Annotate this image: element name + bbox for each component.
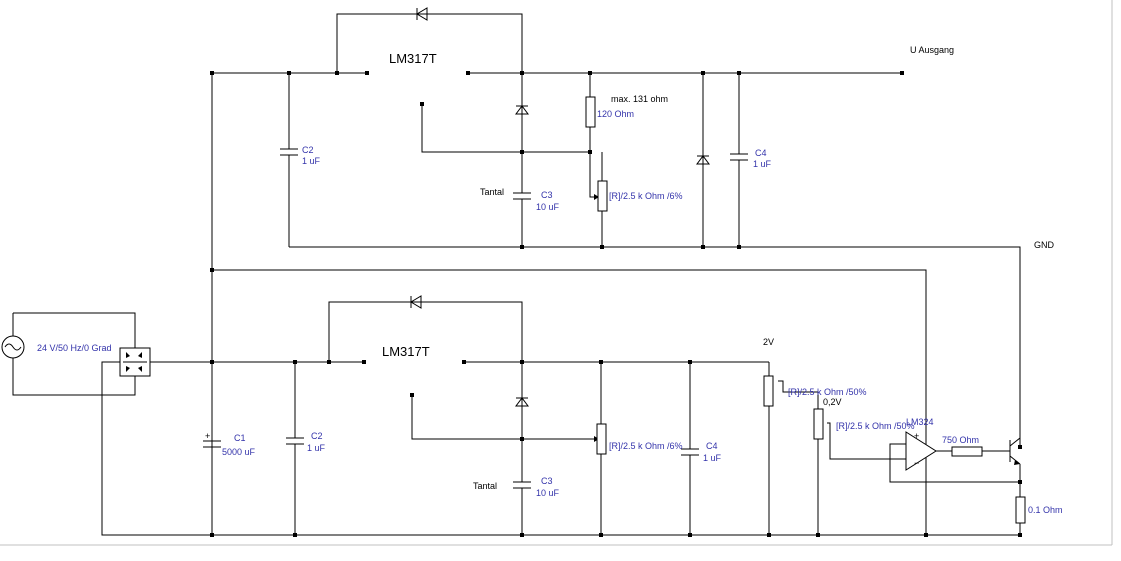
lower-c3-name: C3: [541, 476, 553, 486]
lower-adjust-wire: [411, 395, 597, 440]
upper-r120-value: 120 Ohm: [597, 109, 634, 119]
lower-pot3-resistor: [813, 408, 824, 440]
lower-bypass-wire: [328, 301, 523, 362]
upper-pot-resistor: [597, 180, 608, 212]
sine-wave-icon: [4, 343, 22, 351]
transistor-icon: [1009, 437, 1021, 465]
r01-resistor: [1015, 496, 1026, 524]
upper-adjust-wire: [421, 104, 590, 153]
r01-value: 0.1 Ohm: [1028, 505, 1063, 515]
svg-text:−: −: [914, 458, 919, 468]
lower-ground-wire: [101, 361, 1020, 536]
pot3-wiper-wire: [827, 422, 906, 460]
pot2-wiper-wire: [778, 380, 819, 409]
lower-c4-name: C4: [706, 441, 718, 451]
upper-output-label: U Ausgang: [910, 45, 954, 55]
r750-value: 750 Ohm: [942, 435, 979, 445]
upper-junction-dots: [210, 71, 904, 249]
upper-r120-resistor: [585, 96, 596, 128]
opamp-icon: [905, 431, 937, 471]
upper-pot-value: [R]/2.5 k Ohm /6%: [609, 191, 683, 201]
opamp-name: LM324: [906, 417, 934, 427]
r750-resistor: [951, 446, 983, 457]
upper-c2-value: 1 uF: [302, 156, 321, 166]
lower-pot-resistor: [596, 423, 607, 455]
upper-c4-value: 1 uF: [753, 159, 772, 169]
lower-pot2-value: [R]/2.5 k Ohm /50%: [788, 387, 867, 397]
upper-c2-capacitor: [280, 148, 298, 156]
lower-c1-value: 5000 uF: [222, 447, 256, 457]
lower-c2-name: C2: [311, 431, 323, 441]
upper-bypass-wire: [336, 13, 523, 73]
lower-pot-value: [R]/2.5 k Ohm /6%: [609, 441, 683, 451]
v2-label: 2V: [763, 337, 774, 347]
upper-regulator: LM317T U Ausgang GND max. 131 ohm C2 1 u…: [210, 7, 1055, 535]
upper-ground-wire: [289, 246, 1021, 445]
lower-c2-value: 1 uF: [307, 443, 326, 453]
opamp-feedback-wire: [889, 443, 1020, 483]
upper-c4-capacitor: [730, 153, 748, 161]
lower-c4-capacitor: [681, 448, 699, 456]
lower-pot2-resistor: [763, 375, 774, 407]
upper-max-note: max. 131 ohm: [611, 94, 668, 104]
lower-bypass-diode: [410, 295, 422, 309]
upper-protection-diode: [515, 105, 529, 115]
lower-pot3-value: [R]/2.5 k Ohm /50%: [836, 421, 915, 431]
svg-text:+: +: [914, 431, 919, 441]
upper-output-diode: [696, 155, 710, 165]
svg-text:+: +: [205, 431, 210, 441]
lower-ic-label: LM317T: [382, 344, 430, 359]
upper-c3-capacitor: [513, 192, 531, 200]
source-loop-wire: [12, 312, 136, 396]
lower-c1-name: C1: [234, 433, 246, 443]
lower-tantal-label: Tantal: [473, 481, 497, 491]
upper-c3-value: 10 uF: [536, 202, 560, 212]
source-value: 24 V/50 Hz/0 Grad: [37, 343, 112, 353]
upper-tantal-label: Tantal: [480, 187, 504, 197]
upper-ic-label: LM317T: [389, 51, 437, 66]
lower-c2-capacitor: [286, 437, 304, 445]
upper-c3-name: C3: [541, 190, 553, 200]
lower-regulator: 24 V/50 Hz/0 Grad +: [1, 295, 1063, 537]
upper-c2-name: C2: [302, 145, 314, 155]
lower-c4-value: 1 uF: [703, 453, 722, 463]
opamp-supply-wire: [212, 269, 927, 535]
lower-c3-capacitor: [513, 481, 531, 489]
lower-junction-dots: [210, 360, 1022, 537]
lower-c3-value: 10 uF: [536, 488, 560, 498]
upper-pot-wiper-wire: [589, 152, 597, 198]
lower-protection-diode: [515, 397, 529, 407]
lower-c1-capacitor: +: [203, 431, 221, 448]
upper-c4-name: C4: [755, 148, 767, 158]
gnd-label: GND: [1034, 240, 1055, 250]
upper-bypass-diode: [416, 7, 428, 21]
v02-label: 0,2V: [823, 397, 842, 407]
bridge-rectifier-icon: [119, 347, 151, 377]
